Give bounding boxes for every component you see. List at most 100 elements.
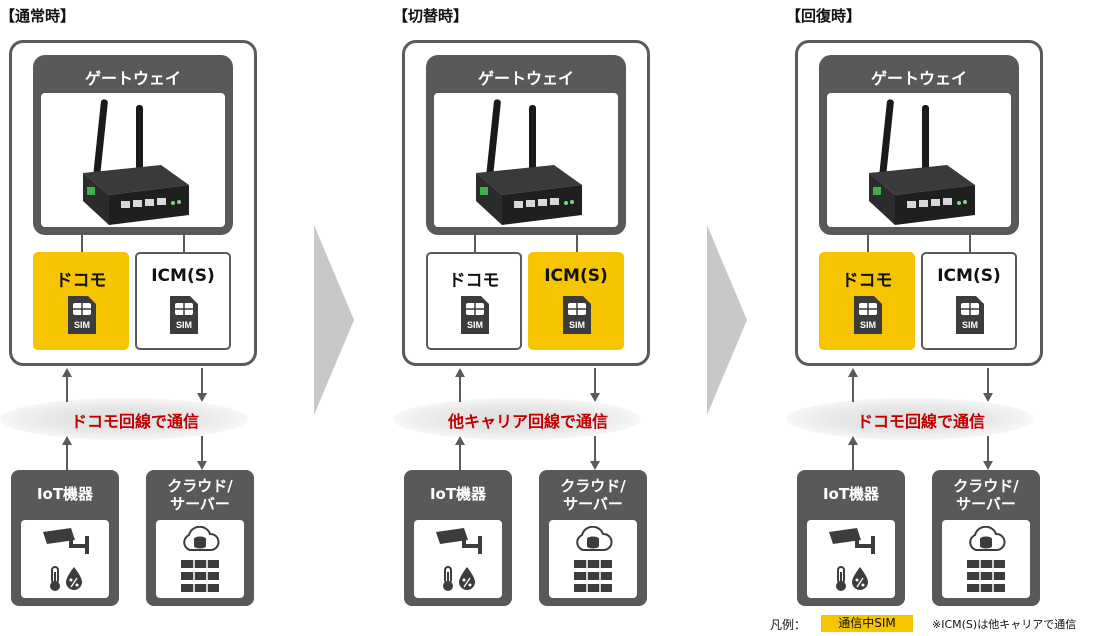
gateway-sim-connector <box>867 235 869 252</box>
cloud-title-line2: サーバー <box>170 495 230 513</box>
router-image <box>41 93 225 227</box>
sim-label: ICM(S) <box>544 266 608 286</box>
upload-arrow-icon <box>455 436 465 470</box>
sim-label: ドコモ <box>448 271 500 291</box>
stage-label: 【通常時】 <box>0 7 76 25</box>
sim-card-icon: SIM <box>956 296 984 334</box>
legend-label: 凡例： <box>770 618 807 632</box>
cloud-icons <box>156 520 244 598</box>
cloud-database-icon <box>576 526 613 551</box>
sim-card-icon: SIM <box>461 296 489 334</box>
stage-panel: 【通常時】 ゲートウェイ <box>0 0 270 636</box>
router-image <box>827 93 1011 227</box>
sim-label: ICM(S) <box>151 266 215 286</box>
upload-arrow-icon <box>455 368 465 402</box>
stage-label: 【切替時】 <box>393 7 469 25</box>
upload-arrow-icon <box>848 368 858 402</box>
stage-panel: 【切替時】 ゲートウェイ <box>393 0 663 636</box>
stage-panel: 【回復時】 ゲートウェイ <box>786 0 1056 636</box>
gateway-sim-connector <box>183 235 185 252</box>
router-image <box>434 93 618 227</box>
sim-label: ドコモ <box>841 271 893 291</box>
communication-cloud <box>786 398 1034 440</box>
iot-device-box: IoT機器 <box>404 470 512 606</box>
communication-label: ドコモ回線で通信 <box>856 412 985 431</box>
cloud-title-line2: サーバー <box>563 495 623 513</box>
sim-card-icon: SIM <box>170 296 198 334</box>
stage-label: 【回復時】 <box>786 7 862 25</box>
cloud-icons <box>549 520 637 598</box>
svg-text:SIM: SIM <box>467 320 483 330</box>
gateway-sim-connector <box>969 235 971 252</box>
download-arrow-icon <box>197 436 207 470</box>
security-camera-icon <box>436 528 482 554</box>
cloud-database-icon <box>969 526 1006 551</box>
cloud-title-line2: サーバー <box>956 495 1016 513</box>
sim-slot-docomo: ドコモ SIM <box>33 252 129 350</box>
sim-label: ドコモ <box>55 271 107 291</box>
server-rack-icon <box>967 560 1005 592</box>
download-arrow-icon <box>590 368 600 402</box>
sim-card-icon: SIM <box>854 296 882 334</box>
sim-slot-icms: ICM(S) SIM <box>921 252 1017 350</box>
security-camera-icon <box>43 528 89 554</box>
gateway-sim-connector <box>81 235 83 252</box>
upload-arrow-icon <box>848 436 858 470</box>
cloud-server-box: クラウド/ サーバー <box>146 470 254 606</box>
svg-text:SIM: SIM <box>176 320 192 330</box>
sim-label: ICM(S) <box>937 266 1001 286</box>
next-stage-arrow-icon <box>314 225 354 415</box>
sim-slot-icms: ICM(S) SIM <box>528 252 624 350</box>
cloud-database-icon <box>183 526 220 551</box>
cloud-title-line1: クラウド/ <box>167 477 233 495</box>
svg-text:SIM: SIM <box>74 320 90 330</box>
thermometer-icon <box>50 566 60 591</box>
svg-text:SIM: SIM <box>962 320 978 330</box>
communication-cloud <box>393 398 641 440</box>
sim-card-icon: SIM <box>563 296 591 334</box>
svg-text:SIM: SIM <box>569 320 585 330</box>
download-arrow-icon <box>983 368 993 402</box>
gateway-sim-connector <box>576 235 578 252</box>
download-arrow-icon <box>197 368 207 402</box>
iot-device-box: IoT機器 <box>797 470 905 606</box>
download-arrow-icon <box>590 436 600 470</box>
communication-label: 他キャリア回線で通信 <box>447 412 608 431</box>
cloud-title-line1: クラウド/ <box>560 477 626 495</box>
upload-arrow-icon <box>62 368 72 402</box>
sim-slot-docomo: ドコモ SIM <box>426 252 522 350</box>
gateway-title: ゲートウェイ <box>84 69 181 88</box>
humidity-icon <box>66 567 82 590</box>
sim-card-icon: SIM <box>68 296 96 334</box>
gateway-box: ゲートウェイ <box>426 55 626 235</box>
cloud-title-line1: クラウド/ <box>953 477 1019 495</box>
iot-icons <box>807 520 895 598</box>
communication-label: ドコモ回線で通信 <box>70 412 199 431</box>
cloud-server-box: クラウド/ サーバー <box>539 470 647 606</box>
gateway-box: ゲートウェイ <box>33 55 233 235</box>
iot-title: IoT機器 <box>36 485 94 503</box>
thermometer-icon <box>836 566 846 591</box>
server-rack-icon <box>574 560 612 592</box>
sim-slot-docomo: ドコモ SIM <box>819 252 915 350</box>
next-stage-arrow-icon <box>707 225 747 415</box>
humidity-icon <box>852 567 868 590</box>
legend-note: ※ICM(S)は他キャリアで通信 <box>932 618 1077 631</box>
download-arrow-icon <box>983 436 993 470</box>
iot-device-box: IoT機器 <box>11 470 119 606</box>
gateway-box: ゲートウェイ <box>819 55 1019 235</box>
server-rack-icon <box>181 560 219 592</box>
security-camera-icon <box>829 528 875 554</box>
cloud-server-box: クラウド/ サーバー <box>932 470 1040 606</box>
gateway-title: ゲートウェイ <box>870 69 967 88</box>
sim-slot-icms: ICM(S) SIM <box>135 252 231 350</box>
upload-arrow-icon <box>62 436 72 470</box>
gateway-title: ゲートウェイ <box>477 69 574 88</box>
humidity-icon <box>459 567 475 590</box>
communication-cloud <box>0 398 248 440</box>
gateway-sim-connector <box>474 235 476 252</box>
thermometer-icon <box>443 566 453 591</box>
legend-active-sim-swatch: 通信中SIM <box>821 615 913 632</box>
iot-icons <box>414 520 502 598</box>
iot-icons <box>21 520 109 598</box>
